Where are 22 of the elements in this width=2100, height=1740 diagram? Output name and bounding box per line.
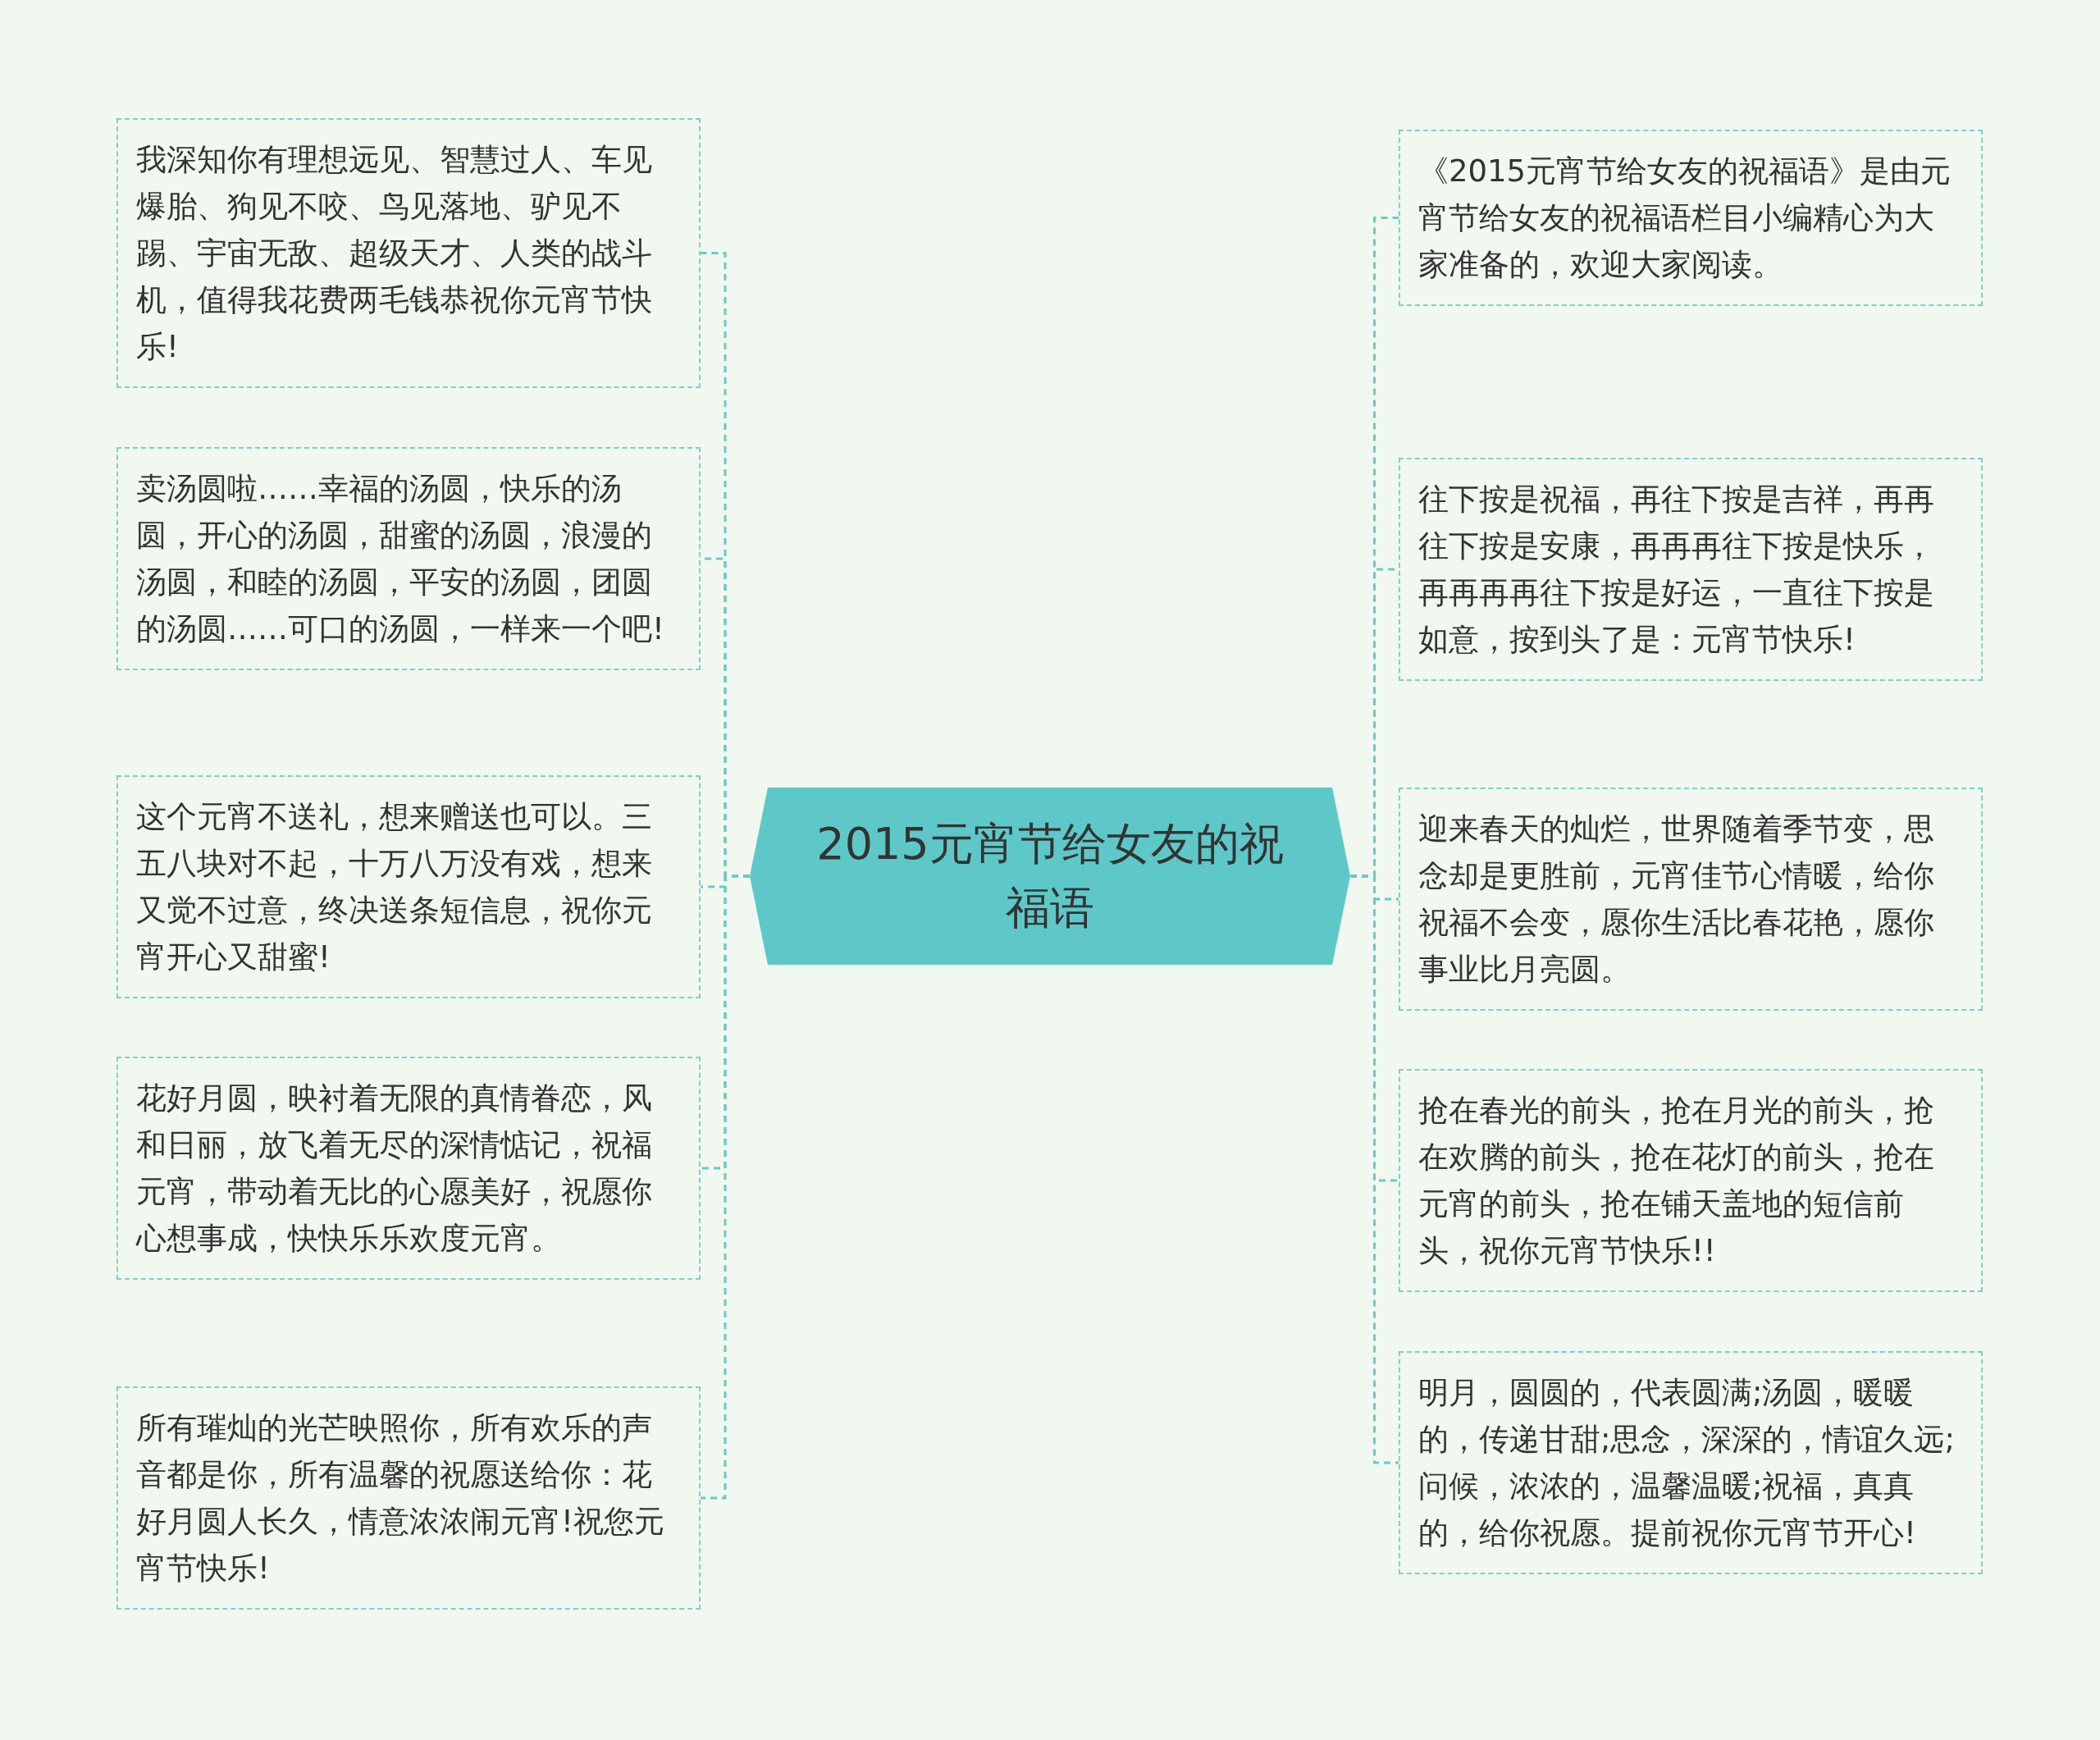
message-text: 这个元宵不送礼，想来赠送也可以。三五八块对不起，十万八万没有戏，想来又觉不过意，终决送条短信息，祝你元宵开心又甜蜜! bbox=[136, 798, 653, 976]
text-card bbox=[116, 118, 701, 388]
message-text: 卖汤圆啦……幸福的汤圆，快乐的汤圆，开心的汤圆，甜蜜的汤圆，浪漫的汤圆，和睦的汤圆，平安的汤圆，团圆的汤圆……可口的汤圆，一样来一个吧! bbox=[136, 470, 665, 648]
message-text: 往下按是祝福，再往下按是吉祥，再再往下按是安康，再再再往下按是快乐，再再再再往下按是好运，一直往下按是如意，按到头了是：元宵节快乐! bbox=[1418, 481, 1935, 659]
text-card bbox=[116, 775, 701, 998]
message-text: 明月，圆圆的，代表圆满;汤圆，暖暖的，传递甘甜;思念，深深的，情谊久远;问候，浓浓的，温馨温暖;祝福，真真的，给你祝愿。提前祝你元宵节开心! bbox=[1418, 1374, 1956, 1552]
message-text: 抢在春光的前头，抢在月光的前头，抢在欢腾的前头，抢在花灯的前头，抢在元宵的前头，抢在铺天盖地的短信前头，祝你元宵节快乐!! bbox=[1418, 1092, 1935, 1270]
text-card bbox=[116, 1386, 701, 1610]
text-card bbox=[116, 447, 701, 670]
message-text: 《2015元宵节给女友的祝福语》是由元宵节给女友的祝福语栏目小编精心为大家准备的，欢迎大家阅读。 bbox=[1418, 153, 1952, 284]
text-card bbox=[1399, 130, 1983, 306]
message-text: 花好月圆，映衬着无限的真情眷恋，风和日丽，放飞着无尽的深情惦记，祝福元宵，带动着无比的心愿美好，祝愿你心想事成，快快乐乐欢度元宵。 bbox=[136, 1080, 653, 1258]
text-card bbox=[116, 1057, 701, 1280]
text-card bbox=[1399, 458, 1983, 681]
text-card bbox=[1399, 1069, 1983, 1292]
text-card bbox=[1399, 1351, 1983, 1574]
central-topic-hexagon bbox=[750, 788, 1350, 965]
text-card bbox=[1399, 788, 1983, 1011]
message-text: 所有璀灿的光芒映照你，所有欢乐的声音都是你，所有温馨的祝愿送给你：花好月圆人长久，情意浓浓闹元宵!祝您元宵节快乐! bbox=[136, 1409, 665, 1587]
message-text: 我深知你有理想远见、智慧过人、车见爆胎、狗见不咬、鸟见落地、驴见不踢、宇宙无敌、超级天才、人类的战斗机，值得我花费两毛钱恭祝你元宵节快乐! bbox=[136, 141, 653, 366]
message-text: 迎来春天的灿烂，世界随着季节变，思念却是更胜前，元宵佳节心情暖，给你祝福不会变，愿你生活比春花艳，愿你事业比月亮圆。 bbox=[1418, 811, 1935, 989]
topic-title: 2015元宵节给女友的祝福语 bbox=[815, 817, 1285, 935]
